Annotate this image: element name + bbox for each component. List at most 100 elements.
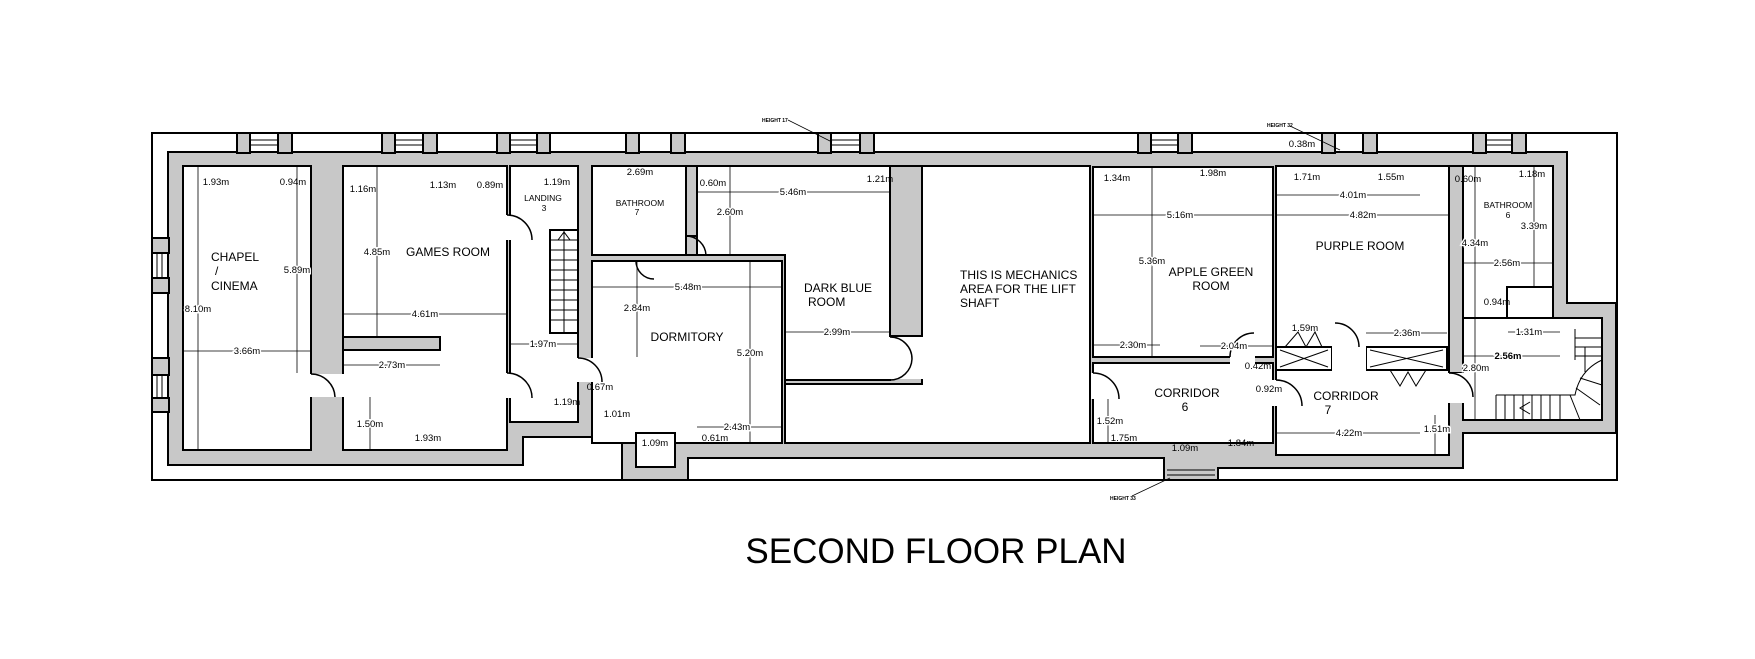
bathroom-6-box	[1506, 286, 1554, 319]
label-bathroom-6: BATHROOM	[1484, 200, 1532, 210]
stair-direction-arrow-icon	[557, 231, 571, 241]
room-dormitory-pocket	[635, 432, 676, 468]
label-chapel: CHAPEL	[211, 250, 259, 264]
room-mechanics	[784, 165, 1091, 444]
dim-label: 4.22m	[1336, 428, 1362, 439]
dim-label: 2.84m	[624, 303, 650, 314]
height-notes: HEIGHT 17 HEIGHT 32 HEIGHT 33	[762, 118, 1341, 502]
dim-label: 0.67m	[587, 382, 613, 393]
dim-label: 1.34m	[1104, 173, 1130, 184]
label-bathroom-7: BATHROOM	[616, 198, 664, 208]
dim-label: 1.09m	[1172, 443, 1198, 454]
room-corridor-7	[1275, 369, 1450, 456]
bath7-wall	[685, 165, 698, 237]
room-purple	[1275, 165, 1450, 348]
dim-label: 2.80m	[1463, 363, 1489, 374]
label-mechanics-1: THIS IS MECHANICS	[960, 268, 1077, 282]
dim-label: 5.36m	[1139, 256, 1165, 267]
dim-label: 5.46m	[780, 187, 806, 198]
games-partial-wall	[342, 336, 441, 351]
door-openings	[310, 215, 1465, 406]
label-corridor-6-number: 6	[1182, 400, 1189, 414]
dim-label: 1.71m	[1294, 172, 1320, 183]
dim-label: 5.20m	[737, 348, 763, 359]
label-cinema: CINEMA	[211, 279, 258, 293]
dim-label: 1.52m	[1097, 416, 1123, 427]
room-labels: CHAPEL / CINEMA GAMES ROOM LANDING 3 BAT…	[211, 193, 1532, 417]
room-games	[342, 165, 508, 451]
label-bathroom-7-number: 7	[635, 207, 640, 217]
dim-label: 8.10m	[185, 304, 211, 315]
dim-label: 1.50m	[357, 419, 383, 430]
stair-hall-stairs	[1495, 329, 1603, 421]
dimension-lines	[183, 166, 1560, 455]
dim-label: 1.19m	[554, 397, 580, 408]
label-chapel-slash: /	[215, 264, 219, 278]
dim-label: 0.92m	[1256, 384, 1282, 395]
dim-label: 5.89m	[284, 265, 310, 276]
label-apple-green-room: ROOM	[1192, 279, 1229, 293]
dim-label: 2.36m	[1394, 328, 1420, 339]
room-chapel-cinema	[182, 165, 312, 451]
dark-blue-east-wall	[889, 165, 923, 337]
dim-label: 4.01m	[1340, 190, 1366, 201]
dim-label: 5.16m	[1167, 210, 1193, 221]
dim-label: 1.16m	[350, 184, 376, 195]
label-apple-green: APPLE GREEN	[1169, 265, 1254, 279]
label-games-room: GAMES ROOM	[406, 245, 490, 259]
dim-label: 1.59m	[1292, 323, 1318, 334]
label-corridor-6: CORRIDOR	[1154, 386, 1220, 400]
dim-label: 2.56m	[1495, 351, 1522, 362]
dim-label: 3.39m	[1521, 221, 1547, 232]
label-purple-room: PURPLE ROOM	[1316, 239, 1405, 253]
label-bathroom-6-number: 6	[1506, 210, 1511, 220]
dim-label: 1.21m	[867, 174, 893, 185]
dim-label: 1.13m	[430, 180, 456, 191]
dim-label: 1.93m	[203, 177, 229, 188]
landing-stairs	[549, 229, 579, 334]
dim-label: 1.93m	[415, 433, 441, 444]
dim-label: 4.82m	[1350, 210, 1376, 221]
dim-label: 4.34m	[1462, 238, 1488, 249]
dim-label: 0.94m	[1484, 297, 1510, 308]
dim-label: 2.56m	[1494, 258, 1520, 269]
label-mechanics-3: SHAFT	[960, 296, 1000, 310]
label-corridor-7-number: 7	[1325, 403, 1332, 417]
label-corridor-7: CORRIDOR	[1313, 389, 1379, 403]
dim-label: 2.99m	[824, 327, 850, 338]
label-dark-blue: DARK BLUE	[804, 281, 872, 295]
purple-bath-wall	[1448, 165, 1464, 374]
windows	[156, 139, 1512, 476]
dim-label: 1.31m	[1516, 327, 1542, 338]
dim-label: 1.97m	[530, 339, 556, 350]
window-piers	[151, 132, 1527, 413]
dim-label: 2.69m	[627, 167, 653, 178]
door-swings	[310, 214, 1474, 407]
dim-label: 0.61m	[702, 433, 728, 444]
dim-label: 1.55m	[1378, 172, 1404, 183]
dim-label: 3.66m	[234, 346, 260, 357]
dim-label: 1.18m	[1519, 169, 1545, 180]
height-note: HEIGHT 33	[1110, 496, 1136, 502]
dim-label: 4.61m	[412, 309, 438, 320]
dim-label: 0.42m	[1245, 361, 1271, 372]
label-dark-blue-room: ROOM	[808, 295, 845, 309]
height-note: HEIGHT 17	[762, 118, 788, 124]
dim-label: 1.09m	[642, 438, 668, 449]
label-landing-number: 3	[542, 203, 547, 213]
room-apple-green	[1092, 166, 1274, 358]
dim-label: 1.19m	[544, 177, 570, 188]
dimension-labels: 1.93m 0.94m 1.16m 1.13m 0.89m 1.19m 4.85…	[183, 139, 1548, 454]
dim-label: 0.89m	[477, 180, 503, 191]
room-bathroom-7	[591, 165, 687, 256]
dim-label: 2.04m	[1221, 341, 1247, 352]
plan-title: SECOND FLOOR PLAN	[745, 532, 1126, 571]
dim-label: 2.60m	[717, 207, 743, 218]
dim-label: 1.51m	[1424, 424, 1450, 435]
dim-label: 0.60m	[1455, 174, 1481, 185]
dim-label: 0.38m	[1289, 139, 1315, 150]
dim-label: 0.60m	[700, 178, 726, 189]
dim-label: 1.01m	[604, 409, 630, 420]
dim-label: 2.73m	[379, 360, 405, 371]
label-landing: LANDING	[524, 193, 562, 203]
